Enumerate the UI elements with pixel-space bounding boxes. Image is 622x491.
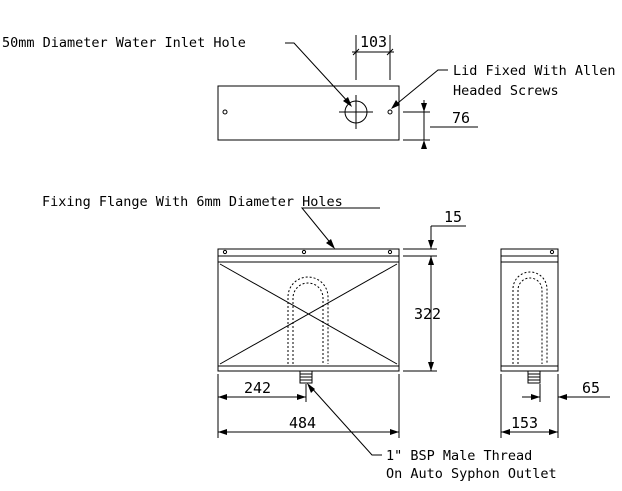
flange-hole-3 bbox=[387, 249, 393, 255]
dim-322-arrow-top bbox=[428, 256, 434, 265]
dim-76-value: 76 bbox=[452, 109, 470, 127]
syphon-outline-outer bbox=[287, 276, 329, 364]
flange-hole-1 bbox=[222, 249, 228, 255]
inlet-hole-leader-arrow bbox=[343, 97, 352, 107]
dim-322-arrow-bottom bbox=[428, 362, 434, 371]
dim-103-tick-left bbox=[352, 48, 360, 56]
dim-103-value: 103 bbox=[360, 33, 387, 51]
lid-fixed-leader-arrow bbox=[391, 100, 400, 109]
dim-153-value: 153 bbox=[511, 414, 538, 432]
side-syphon-outer bbox=[512, 271, 548, 364]
side-flange bbox=[500, 248, 559, 257]
dim-103-tick-right bbox=[386, 48, 394, 56]
lid-screw-right bbox=[387, 109, 393, 115]
side-syphon-inner bbox=[517, 277, 543, 364]
lid-outline bbox=[217, 85, 400, 141]
side-flange-hole bbox=[549, 249, 555, 255]
cross-diagonal-2 bbox=[219, 263, 398, 365]
front-view: Fixing Flange With 6mm Diameter Holes 15… bbox=[42, 194, 557, 482]
dim-484-arrow-left bbox=[218, 429, 227, 435]
bsp-label-line1: 1" BSP Male Thread bbox=[386, 448, 532, 464]
bsp-label-line2: On Auto Syphon Outlet bbox=[386, 466, 557, 482]
lid-fixed-label-line1: Lid Fixed With Allen bbox=[453, 63, 616, 79]
dim-76-arrow-top bbox=[421, 103, 427, 112]
side-body bbox=[500, 255, 559, 372]
dim-15-arrow bbox=[428, 240, 434, 249]
lid-fixed-label-line2: Headed Screws bbox=[453, 83, 559, 99]
dim-15-value: 15 bbox=[444, 208, 462, 226]
side-view: 65 153 bbox=[500, 248, 610, 438]
dim-242-arrow-right bbox=[297, 394, 306, 400]
dim-242-arrow-left bbox=[218, 394, 227, 400]
lid-fixed-leader bbox=[392, 69, 448, 108]
bsp-leader bbox=[308, 384, 382, 456]
dim-242-value: 242 bbox=[244, 379, 271, 397]
dim-65-arrow-left bbox=[531, 394, 540, 400]
fixing-flange-label: Fixing Flange With 6mm Diameter Holes bbox=[42, 194, 343, 210]
inlet-hole-leader bbox=[285, 42, 351, 105]
dim-484-value: 484 bbox=[289, 414, 316, 432]
dim-153-arrow-right bbox=[549, 429, 558, 435]
dim-322-value: 322 bbox=[414, 305, 441, 323]
top-view: 50mm Diameter Water Inlet Hole Lid Fixed… bbox=[2, 33, 616, 149]
lid-screw-left bbox=[222, 109, 228, 115]
dim-76-arrow-bottom bbox=[421, 140, 427, 149]
fixing-flange-leader-arrow bbox=[326, 239, 335, 249]
dim-153-arrow-left bbox=[501, 429, 510, 435]
dim-65-value: 65 bbox=[582, 379, 600, 397]
flange-hole-2 bbox=[301, 249, 307, 255]
bsp-leader-arrow bbox=[307, 383, 315, 393]
fixing-flange bbox=[217, 248, 400, 257]
inlet-hole-label: 50mm Diameter Water Inlet Hole bbox=[2, 35, 246, 51]
dim-65-arrow-right bbox=[558, 394, 567, 400]
syphon-outline-inner bbox=[292, 282, 324, 364]
dim-484-arrow-right bbox=[390, 429, 399, 435]
fixing-flange-leader bbox=[300, 207, 380, 247]
